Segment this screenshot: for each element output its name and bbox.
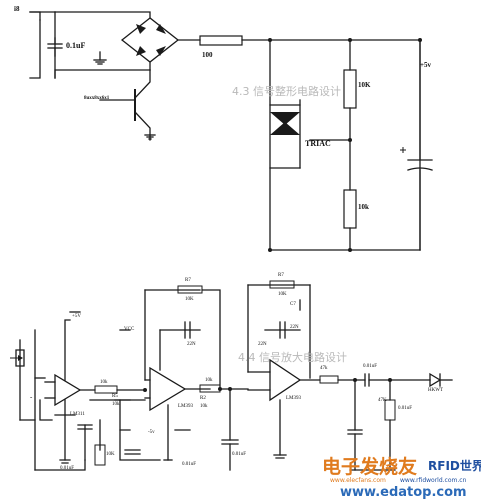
label-amp1: LM311 (70, 412, 85, 417)
label-r-10k-low: 10K (106, 452, 115, 457)
ghost-heading-shaping: 4.3 信号整形电路设计 (232, 85, 341, 98)
label-cap-22n-a: 22N (187, 342, 196, 347)
label-c-gnd-a: 0.01uF (60, 466, 75, 471)
label-resistor-100: 100 (202, 51, 213, 59)
label-vcc: VCC (124, 327, 135, 332)
watermark-brand-right: RFID世界网 (428, 459, 481, 473)
label-r-mid: R5 (112, 394, 118, 399)
watermark-url-a: www.elecfans.com (330, 477, 386, 484)
label-c-out-b: 0.01uF (398, 406, 413, 411)
label-r-in-a: 10k (100, 380, 108, 385)
label-c7: C7 (290, 302, 296, 307)
label-r7b-value: 10K (278, 292, 287, 297)
ghost-heading-amplify: 4.4 信号放大电路设计 (238, 351, 347, 364)
label-r7a: R7 (185, 278, 191, 283)
label-r-bottom-10k: 10k (358, 203, 369, 211)
watermark-url-c: www.edatop.com (340, 485, 467, 500)
label-triac: TRIAC (305, 139, 331, 148)
label-r-out: 47k (320, 366, 328, 371)
watermark-brand-left: 电子发烧友 (322, 456, 418, 478)
label-cap-0-1uf: 0.1uF (66, 41, 86, 50)
label-c-gnd-b: 0.01uF (182, 462, 197, 467)
label-amp3: LM393 (286, 396, 301, 401)
label-r7a-value: 10K (185, 297, 194, 302)
label-neg-input: - (30, 393, 33, 401)
label-plus5v-a: +5V (72, 314, 81, 319)
label-r2: R2 (200, 396, 206, 401)
label-supply-plus5v: +5v (420, 61, 431, 69)
label-r-mid-value: 10k (112, 402, 120, 407)
label-r-in-b: 10k (205, 378, 213, 383)
label-r-pot: 47K (378, 398, 387, 403)
label-r7b: R7 (278, 273, 284, 278)
label-c-out-a: 0.01uF (363, 364, 378, 369)
label-transistor: 8uxx8xx6x1 (84, 96, 110, 101)
label-cap-22n-c: 22N (258, 342, 267, 347)
label-cap-22n-b: 22N (290, 325, 299, 330)
label-input-i8: i8 (14, 5, 20, 13)
watermark-url-b: www.rfidworld.com.cn (400, 477, 467, 484)
label-minus5v: -5v (148, 430, 155, 435)
label-led: HKWT (428, 388, 443, 393)
label-r2-value: 10k (200, 404, 208, 409)
label-r-top-10k: 10K (358, 81, 371, 89)
label-c-gnd-c: 0.01uF (232, 452, 247, 457)
label-amp2: LM393 (178, 404, 193, 409)
